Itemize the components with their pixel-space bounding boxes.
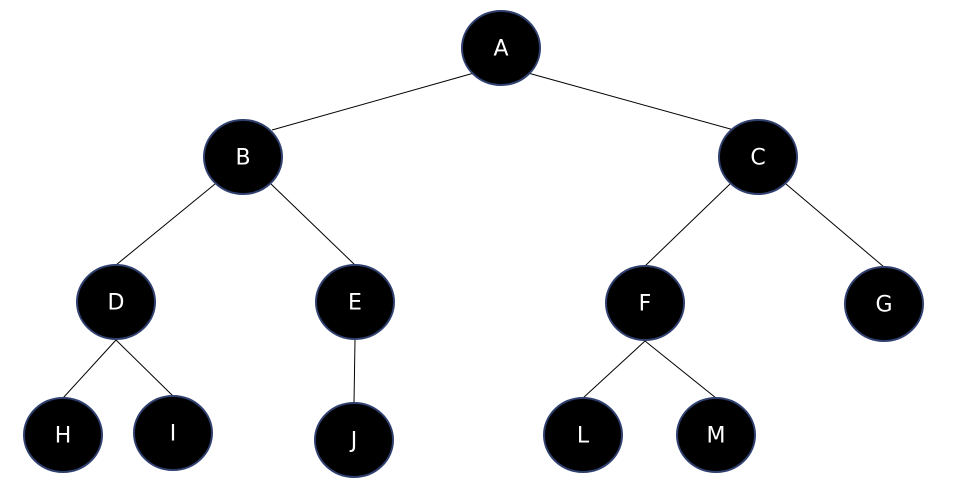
node-c-label: C	[750, 146, 765, 171]
node-g: G	[844, 266, 924, 342]
node-b: B	[203, 119, 283, 195]
node-m-label: M	[707, 424, 726, 449]
node-d-label: D	[108, 291, 125, 316]
node-b-label: B	[235, 146, 250, 171]
nodes-layer: A B C D E F G H	[23, 10, 924, 478]
node-f: F	[605, 265, 685, 341]
node-e-label: E	[348, 291, 362, 316]
node-a: A	[461, 10, 541, 86]
node-l: L	[543, 397, 623, 473]
edge-e-j	[353, 339, 356, 404]
edge-d-h	[62, 339, 117, 399]
edge-f-m	[644, 340, 717, 399]
node-i: I	[133, 395, 213, 471]
node-h-label: H	[55, 424, 72, 449]
edges-layer	[62, 72, 885, 404]
edge-c-f	[644, 183, 731, 267]
node-a-label: A	[493, 37, 508, 62]
node-g-label: G	[875, 293, 892, 318]
edge-f-l	[582, 340, 646, 399]
node-e: E	[315, 264, 395, 340]
node-i-label: I	[170, 422, 177, 447]
node-j: J	[314, 402, 394, 478]
edge-a-c	[527, 72, 735, 131]
edge-c-g	[785, 183, 885, 268]
edge-a-b	[271, 72, 475, 131]
edge-b-d	[115, 183, 216, 266]
node-m: M	[676, 397, 756, 473]
node-d: D	[76, 264, 156, 340]
node-j-label: J	[349, 429, 358, 454]
edge-b-e	[270, 183, 356, 266]
node-c: C	[718, 119, 798, 195]
node-f-label: F	[639, 292, 652, 317]
node-h: H	[23, 397, 103, 473]
node-l-label: L	[577, 424, 590, 449]
edge-d-i	[115, 339, 174, 397]
